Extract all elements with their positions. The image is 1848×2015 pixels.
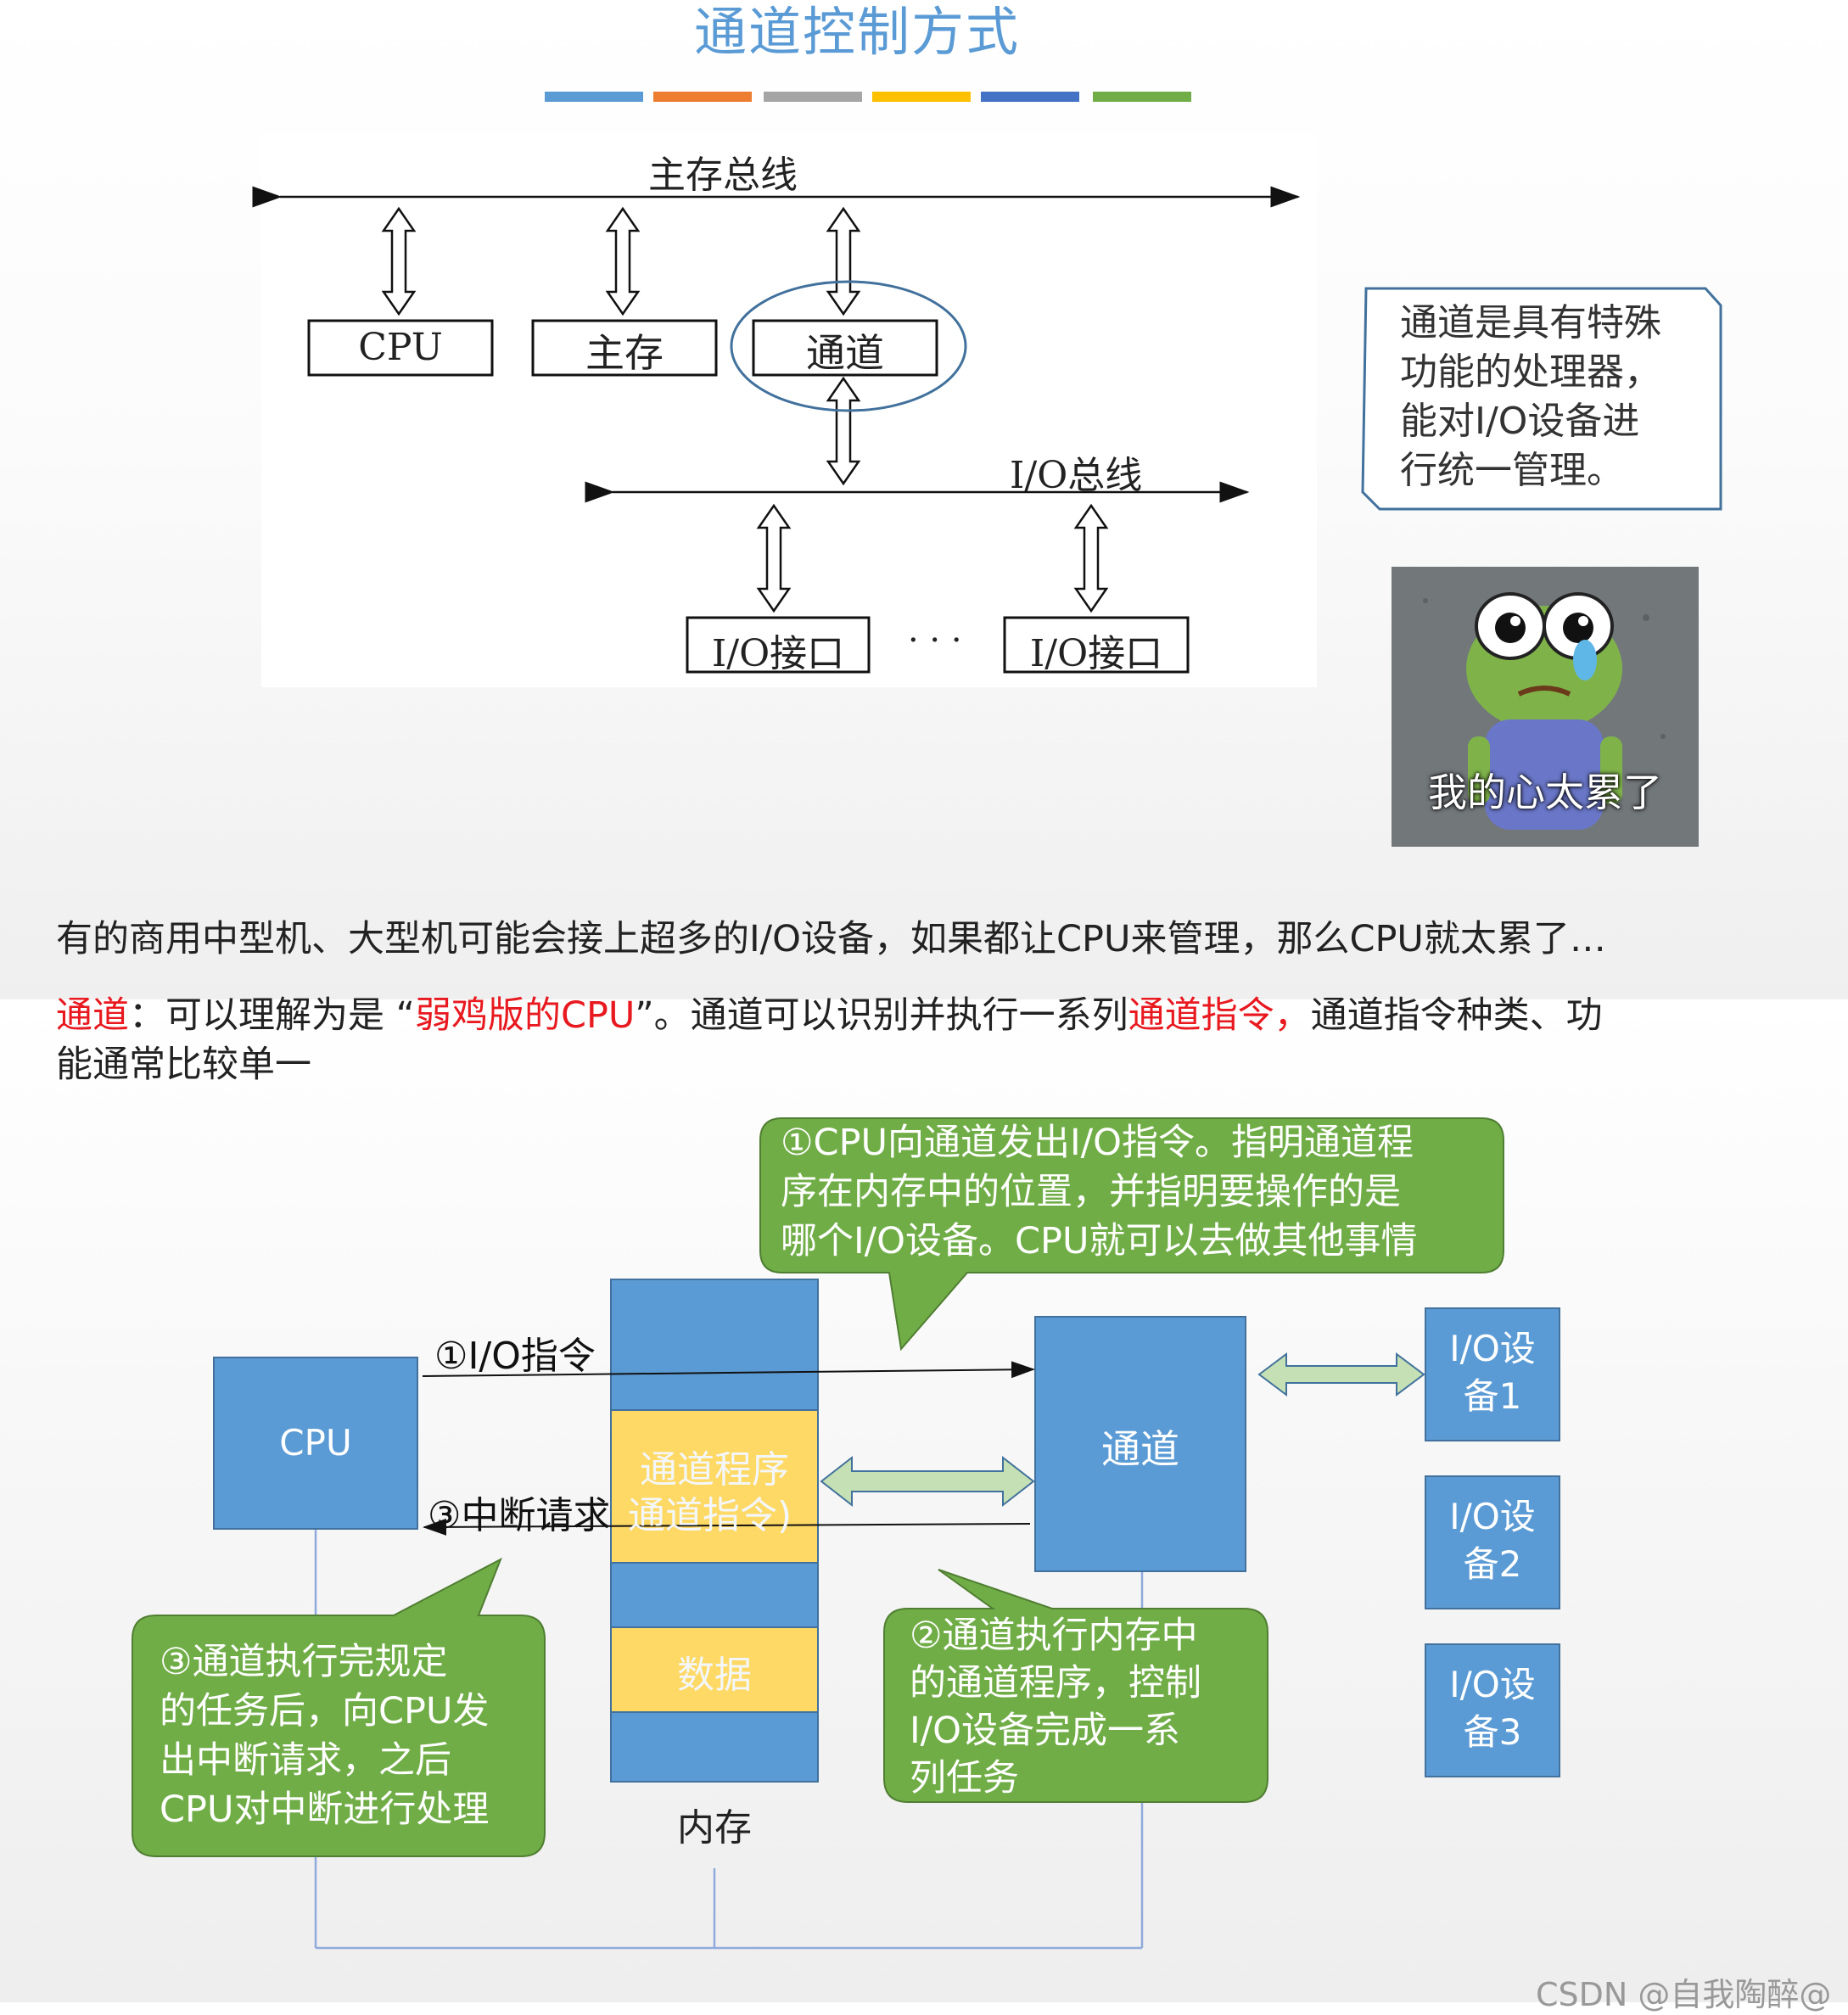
callout-3-line-1: ③通道执行完规定 xyxy=(160,1641,448,1683)
channel-label: 通道 xyxy=(806,330,884,376)
frog-illustration xyxy=(1392,567,1699,847)
io-interface-2-box xyxy=(1003,616,1190,674)
cpu-bus-arrow xyxy=(381,206,417,316)
io-interface-1-arrow xyxy=(756,503,792,613)
callout-2-text: ②通道执行内存中 的通道程序，控制 I/O设备完成一系 列任务 xyxy=(910,1612,1201,1802)
channel-block-label: 通道 xyxy=(1101,1426,1179,1472)
io-device-3-block xyxy=(1425,1643,1560,1777)
callout-3-line-2: 的任务后，向CPU发 xyxy=(160,1690,490,1732)
channel-structure-diagram xyxy=(261,134,1317,687)
page-title: 通道控制方式 xyxy=(693,1,1020,63)
io-device-3-label: I/O设 备3 xyxy=(1425,1661,1560,1756)
note-line-1: 通道是具有特殊 xyxy=(1400,301,1661,344)
io-instruction-label: ①I/O指令 xyxy=(434,1335,596,1378)
note-callout-shape xyxy=(1361,287,1722,511)
data-block-label: 数据 xyxy=(677,1654,752,1697)
callout-bubble-1 xyxy=(759,1117,1504,1352)
channel-device-arrow xyxy=(1257,1352,1425,1397)
io-device-2-line-1: I/O设 xyxy=(1449,1496,1536,1537)
deco-bar-6 xyxy=(1093,92,1191,102)
channel-block xyxy=(1034,1316,1246,1572)
deco-bar-2 xyxy=(653,92,752,102)
meme-caption: 我的心太累了 xyxy=(1428,770,1662,815)
deco-bar-3 xyxy=(764,92,862,102)
callout-bubble-2 xyxy=(883,1569,1268,1803)
callout-2-line-3: I/O设备完成一系 xyxy=(910,1710,1181,1752)
callout-1-line-2: 序在内存中的位置，并指明要操作的是 xyxy=(781,1171,1401,1213)
definition-part-2: ”。通道可以识别并执行一系列 xyxy=(635,994,1128,1037)
io-device-3-line-2: 备3 xyxy=(1463,1711,1522,1753)
io-device-1-label: I/O设 备1 xyxy=(1425,1325,1560,1420)
io-device-2-line-2: 备2 xyxy=(1463,1543,1522,1585)
paragraph-intro: 有的商用中型机、大型机可能会接上超多的I/O设备，如果都让CPU来管理，那么CP… xyxy=(56,918,1606,960)
data-block xyxy=(610,1626,819,1713)
definition-line-2: 能通常比较单一 xyxy=(56,1044,311,1086)
io-device-1-line-1: I/O设 xyxy=(1449,1328,1536,1369)
channel-highlight-ellipse xyxy=(730,280,967,412)
channel-program-label: 通道程序 xyxy=(640,1448,789,1492)
callout-2-line-1: ②通道执行内存中 xyxy=(910,1615,1198,1657)
io-device-1-block xyxy=(1425,1307,1560,1441)
memory-label: 主存 xyxy=(585,330,664,376)
io-device-1-line-2: 备1 xyxy=(1463,1375,1522,1417)
memory-box xyxy=(531,319,718,377)
interrupt-request-arrow xyxy=(423,1518,1031,1536)
callout-bubble-3 xyxy=(132,1557,546,1857)
callout-1-line-1: ①CPU向通道发出I/O指令。指明通道程 xyxy=(781,1122,1414,1164)
main-bus-label: 主存总线 xyxy=(648,154,798,197)
note-line-4: 行统一管理。 xyxy=(1400,449,1624,492)
definition-part-3: 通道指令种类、功 xyxy=(1310,994,1603,1037)
term-channel-instructions: 通道指令， xyxy=(1128,994,1311,1037)
io-device-3-line-1: I/O设 xyxy=(1449,1664,1536,1705)
callout-2-line-4: 列任务 xyxy=(910,1757,1019,1800)
term-weak-cpu: 弱鸡版的CPU xyxy=(414,994,636,1037)
definition-part-1: ：可以理解为是 “ xyxy=(129,994,415,1037)
cpu-block xyxy=(213,1357,418,1530)
deco-bar-4 xyxy=(872,92,971,102)
io-interface-1-box xyxy=(686,616,871,674)
io-device-2-label: I/O设 备2 xyxy=(1425,1493,1560,1588)
memory-bus-arrow xyxy=(605,206,641,316)
channel-program-block xyxy=(610,1409,819,1564)
io-device-2-block xyxy=(1425,1475,1560,1609)
note-line-3: 能对I/O设备进 xyxy=(1400,400,1640,443)
cpu-box xyxy=(307,319,494,377)
callout-3-text: ③通道执行完规定 的任务后，向CPU发 出中断请求，之后 CPU对中断进行处理 xyxy=(160,1637,489,1834)
callout-1-text: ①CPU向通道发出I/O指令。指明通道程 序在内存中的位置，并指明要操作的是 哪… xyxy=(781,1118,1417,1266)
paragraph-channel-definition: 通道：可以理解为是 “弱鸡版的CPU”。通道可以识别并执行一系列通道指令，通道指… xyxy=(56,991,1804,1089)
callout-3-line-4: CPU对中断进行处理 xyxy=(160,1788,490,1831)
io-interface-1-label: I/O接口 xyxy=(711,632,845,675)
channel-program-sublabel: 通道指令) xyxy=(628,1494,792,1537)
term-channel: 通道 xyxy=(56,994,129,1037)
top-diagram-lines xyxy=(252,186,1722,674)
note-line-2: 功能的处理器， xyxy=(1400,350,1661,394)
channel-bus-arrow xyxy=(826,206,861,316)
io-interface-2-label: I/O接口 xyxy=(1029,632,1163,675)
io-instruction-arrow xyxy=(422,1361,1035,1379)
deco-bar-1 xyxy=(545,92,643,102)
channel-iobus-arrow xyxy=(826,376,861,486)
note-text: 通道是具有特殊 功能的处理器， 能对I/O设备进 行统一管理。 xyxy=(1400,299,1705,495)
cpu-block-label: CPU xyxy=(279,1422,352,1464)
callout-3-line-3: 出中断请求，之后 xyxy=(160,1739,451,1782)
ellipsis-label: · · · xyxy=(908,621,962,660)
channel-box xyxy=(752,319,938,377)
memory-channel-arrow xyxy=(820,1455,1035,1508)
io-bus-label: I/O总线 xyxy=(1010,454,1143,497)
cpu-label: CPU xyxy=(358,326,443,369)
callout-2-line-2: 的通道程序，控制 xyxy=(910,1662,1201,1704)
callout-1-line-3: 哪个I/O设备。CPU就可以去做其他事情 xyxy=(781,1220,1418,1262)
deco-bar-5 xyxy=(981,92,1079,102)
memory-column-label: 内存 xyxy=(677,1806,752,1850)
csdn-watermark: CSDN @自我陶醉@ xyxy=(1536,1976,1832,2013)
frog-meme-image: 我的心太累了 xyxy=(1392,567,1699,847)
interrupt-request-label: ③中断请求 xyxy=(428,1494,611,1537)
io-interface-2-arrow xyxy=(1073,503,1109,613)
